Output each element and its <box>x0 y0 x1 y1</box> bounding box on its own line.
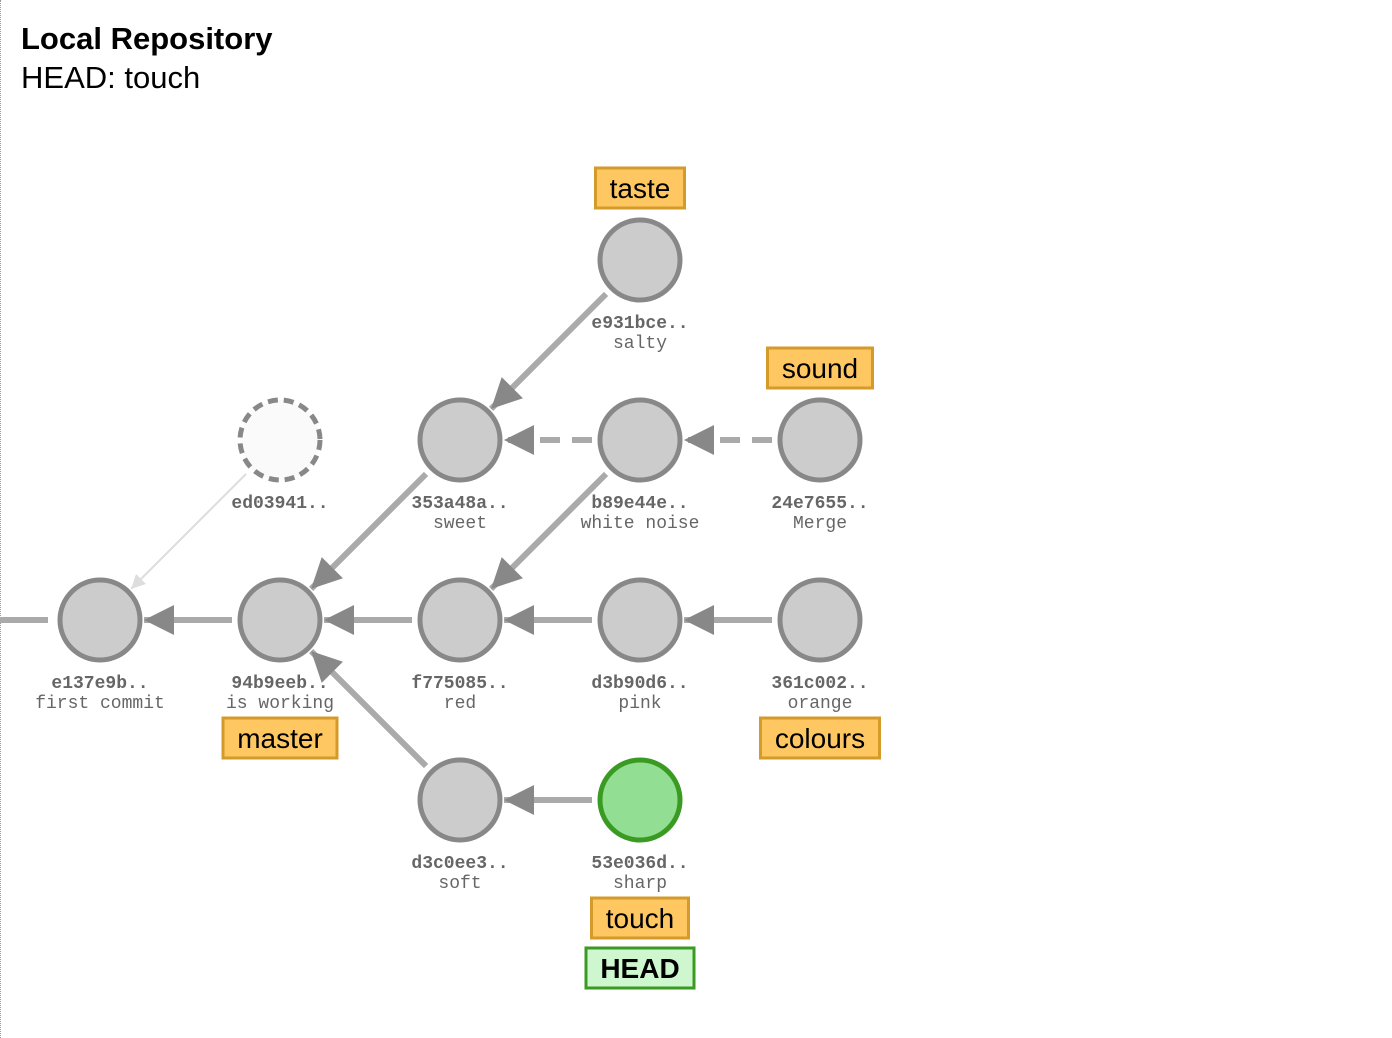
head-tag[interactable]: HEAD <box>584 946 696 990</box>
commit-message: salty <box>613 334 667 354</box>
commit-message: is working <box>226 694 334 714</box>
commit-node-94b9eeb[interactable]: 94b9eeb..is working <box>226 577 334 714</box>
commit-hash: ed03941.. <box>231 494 328 514</box>
edges-layer <box>130 291 772 815</box>
commit-hash: 24e7655.. <box>771 494 868 514</box>
branch-tag-colours-box <box>759 716 881 760</box>
commit-node-f775085[interactable]: f775085..red <box>411 577 509 714</box>
branch-tag-taste-label: taste <box>610 173 671 204</box>
edge-e931bce-353a48a <box>488 291 609 412</box>
panel-left-border <box>0 0 2 1038</box>
branch-tag-taste-box <box>594 166 686 210</box>
branch-tag-sound-box <box>766 346 874 390</box>
commit-node-361c002[interactable]: 361c002..orange <box>771 577 869 714</box>
commit-circle[interactable] <box>237 397 323 483</box>
commit-hash: d3c0ee3.. <box>411 854 508 874</box>
repository-title: Local Repository <box>21 21 273 56</box>
commit-message: sharp <box>613 874 667 894</box>
edge-353a48a-94b9eeb <box>308 471 429 592</box>
head-tag-label: HEAD <box>600 953 679 984</box>
commit-message: red <box>444 694 476 714</box>
commit-circle[interactable] <box>597 757 683 843</box>
branch-tag-touch-box <box>590 896 690 940</box>
head-indicator: HEAD: touch <box>21 60 201 95</box>
branch-tag-master[interactable]: master <box>221 716 339 760</box>
commit-hash: e931bce.. <box>591 314 688 334</box>
branch-tag-master-box <box>221 716 339 760</box>
commit-circle[interactable] <box>417 397 503 483</box>
commit-circle[interactable] <box>417 757 503 843</box>
commit-message: orange <box>788 694 853 714</box>
commit-message: Merge <box>793 514 847 534</box>
edge-ed03941-e137e9b <box>130 473 247 590</box>
branch-tag-sound[interactable]: sound <box>766 346 874 390</box>
commit-hash: e137e9b.. <box>51 674 148 694</box>
edge-d3c0ee3-94b9eeb <box>308 648 429 769</box>
commit-hash: b89e44e.. <box>591 494 688 514</box>
commit-node-b89e44e[interactable]: b89e44e..white noise <box>581 397 700 534</box>
head-tag-box <box>584 946 696 990</box>
commit-hash: 361c002.. <box>771 674 868 694</box>
commit-hash: 353a48a.. <box>411 494 508 514</box>
edge-b89e44e-f775085 <box>488 471 609 592</box>
branch-tag-colours[interactable]: colours <box>759 716 881 760</box>
commit-message: first commit <box>35 694 165 714</box>
commit-node-e137e9b[interactable]: e137e9b..first commit <box>35 577 165 714</box>
commit-hash: d3b90d6.. <box>591 674 688 694</box>
commit-hash: f775085.. <box>411 674 508 694</box>
commit-circle[interactable] <box>417 577 503 663</box>
branch-tag-taste[interactable]: taste <box>594 166 686 210</box>
commit-message: white noise <box>581 514 700 534</box>
commit-hash: 94b9eeb.. <box>231 674 328 694</box>
nodes-layer: e137e9b..first commit 94b9eeb..is working… <box>35 217 869 894</box>
commit-message: soft <box>438 874 481 894</box>
commit-circle[interactable] <box>597 577 683 663</box>
commit-message: pink <box>618 694 661 714</box>
commit-circle[interactable] <box>57 577 143 663</box>
commit-node-53e036d[interactable]: 53e036d..sharp <box>591 757 689 894</box>
commit-message: sweet <box>433 514 487 534</box>
branch-tag-touch-label: touch <box>606 903 675 934</box>
commit-node-e931bce[interactable]: e931bce..salty <box>591 217 689 354</box>
branch-tag-master-label: master <box>237 723 323 754</box>
commit-circle[interactable] <box>597 217 683 303</box>
branch-tag-touch[interactable]: touch <box>590 896 690 940</box>
commit-node-d3c0ee3[interactable]: d3c0ee3..soft <box>411 757 509 894</box>
commit-node-353a48a[interactable]: 353a48a..sweet <box>411 397 509 534</box>
commit-circle[interactable] <box>777 397 863 483</box>
commit-node-d3b90d6[interactable]: d3b90d6..pink <box>591 577 689 714</box>
repository-header: Local Repository HEAD: touch <box>21 20 273 98</box>
commit-circle[interactable] <box>777 577 863 663</box>
commit-circle[interactable] <box>597 397 683 483</box>
branch-tag-colours-label: colours <box>775 723 865 754</box>
commit-hash: 53e036d.. <box>591 854 688 874</box>
commit-node-24e7655[interactable]: 24e7655..Merge <box>771 397 869 534</box>
branch-tag-sound-label: sound <box>782 353 858 384</box>
commit-node-ed03941[interactable]: ed03941.. <box>231 397 329 514</box>
commit-circle[interactable] <box>237 577 323 663</box>
